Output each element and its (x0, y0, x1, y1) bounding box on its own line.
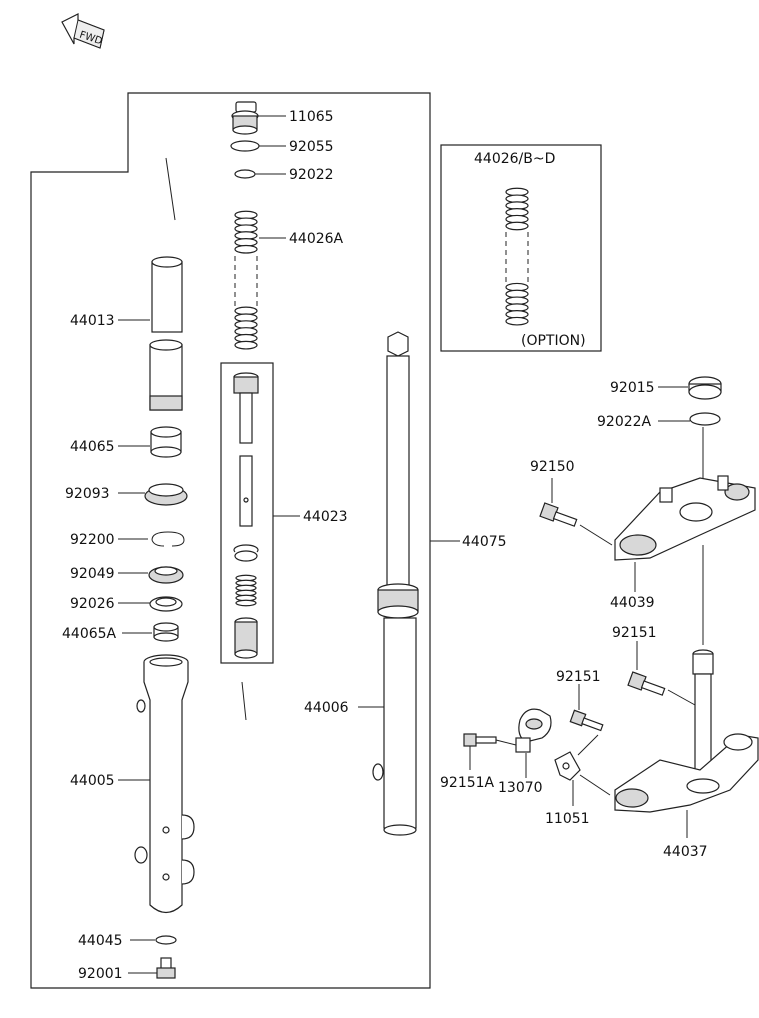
outer-tube-part (134, 654, 195, 914)
label-92200: 92200 (70, 532, 115, 548)
label-92151A: 92151A (440, 775, 495, 791)
label-92022: 92022 (289, 167, 334, 183)
label-11065: 11065 (289, 109, 334, 125)
dust-seal-part (144, 483, 188, 506)
upper-bracket-part (614, 475, 756, 561)
label-13070: 13070 (498, 780, 543, 796)
guide-bushing-part (150, 426, 182, 458)
slide-bushing-part (153, 622, 179, 642)
label-92150: 92150 (530, 459, 575, 475)
oil-seal-part (148, 566, 184, 584)
lower-clamp-bolt-part (627, 671, 666, 696)
label-44045: 44045 (78, 933, 123, 949)
bracket-bolt-part (569, 709, 604, 732)
label-92022A: 92022A (597, 414, 652, 430)
label-92093: 92093 (65, 486, 110, 502)
label-44075: 44075 (462, 534, 507, 550)
label-44065: 44065 (70, 439, 115, 455)
label-92049: 92049 (70, 566, 115, 582)
fork-assembly-part (372, 331, 419, 836)
gasket-washer-part (155, 935, 177, 945)
fwd-arrow-icon: FWD (61, 13, 105, 49)
cable-holder-part (515, 708, 552, 753)
rebound-spring-part (235, 574, 257, 607)
bracket-part (554, 751, 581, 781)
label-44013: 44013 (70, 313, 115, 329)
fork-assembly-frame (30, 92, 431, 989)
label-44005: 44005 (70, 773, 115, 789)
option-label: (OPTION) (521, 333, 586, 349)
damper-rod-part (233, 372, 259, 562)
label-44039: 44039 (610, 595, 655, 611)
label-44065A: 44065A (62, 626, 117, 642)
spacer-part (149, 596, 183, 612)
label-92001: 92001 (78, 966, 123, 982)
label-92151-upper: 92151 (612, 625, 657, 641)
cap-bolt-part (231, 101, 259, 135)
label-44023: 44023 (303, 509, 348, 525)
drain-bolt-part (156, 957, 176, 979)
label-92015: 92015 (610, 380, 655, 396)
fork-pipe-part (149, 256, 183, 411)
option-spring-part (505, 187, 529, 326)
o-ring-part (230, 140, 260, 152)
label-44006: 44006 (304, 700, 349, 716)
stem-nut-part (688, 376, 722, 400)
holder-bolt-part (463, 733, 497, 747)
washer-part (234, 169, 256, 179)
steering-stem-part (614, 649, 759, 813)
label-92055: 92055 (289, 139, 334, 155)
label-92151-lower: 92151 (556, 669, 601, 685)
piston-part (234, 617, 258, 659)
stem-washer-part (689, 412, 721, 426)
option-box (440, 144, 602, 352)
label-11051: 11051 (545, 811, 590, 827)
label-44037: 44037 (663, 844, 708, 860)
fork-spring-part (234, 210, 258, 350)
upper-clamp-bolt-part (539, 502, 578, 527)
label-92026: 92026 (70, 596, 115, 612)
circlip-part (151, 531, 185, 547)
label-44026A: 44026A (289, 231, 344, 247)
label-44026BD: 44026/B~D (474, 151, 555, 167)
cylinder-unit-box (220, 362, 274, 664)
